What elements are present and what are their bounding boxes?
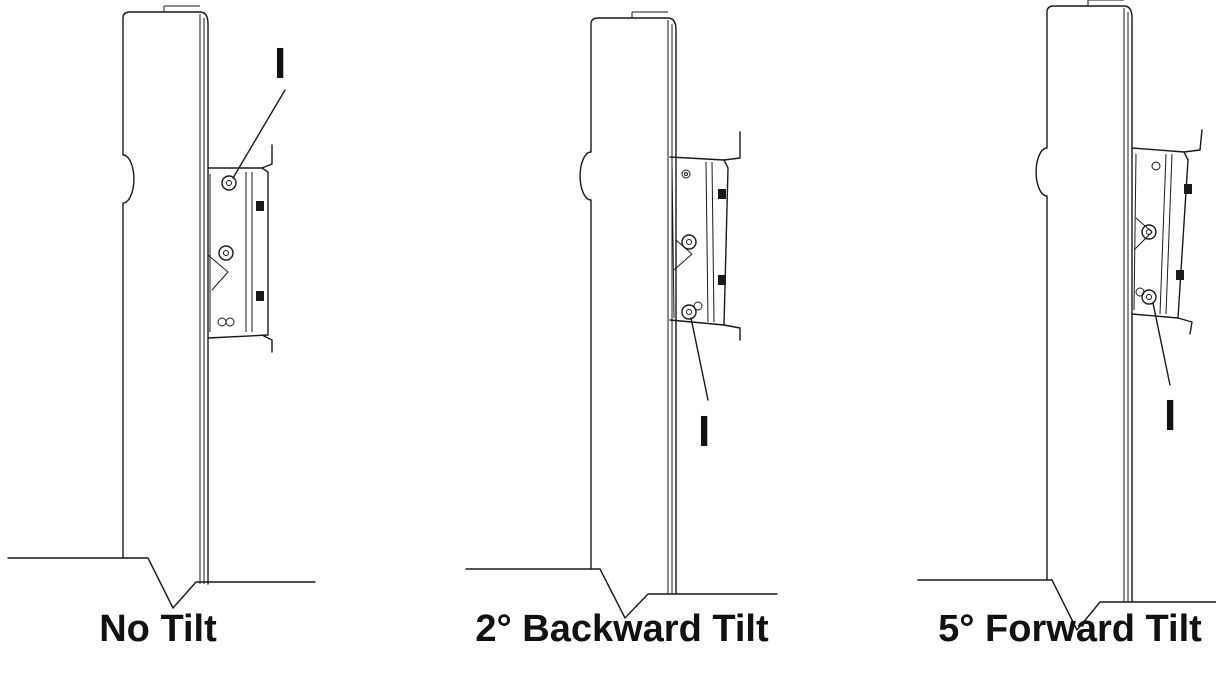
part-callout: I xyxy=(232,39,286,179)
mounting-bracket xyxy=(669,131,741,341)
screw xyxy=(681,234,697,250)
mounting-bracket xyxy=(207,144,273,353)
display-panel xyxy=(122,5,209,585)
part-label: I xyxy=(1164,391,1176,440)
panel-forward-tilt: I xyxy=(917,0,1216,631)
screw xyxy=(1151,161,1161,171)
screw xyxy=(681,301,703,320)
display-panel xyxy=(579,11,677,595)
screw xyxy=(221,175,237,191)
part-callout: I xyxy=(690,317,710,456)
caption-backward-tilt: 2° Backward Tilt xyxy=(475,608,769,650)
screw xyxy=(218,245,234,261)
floor-line xyxy=(465,568,778,619)
floor-line xyxy=(917,579,1216,631)
display-panel xyxy=(1035,0,1133,603)
caption-no-tilt: No Tilt xyxy=(99,608,217,650)
screw xyxy=(1135,287,1157,305)
screw xyxy=(1141,224,1157,240)
floor-line xyxy=(7,557,316,609)
caption-forward-tilt: 5° Forward Tilt xyxy=(938,608,1202,650)
panel-no-tilt: I xyxy=(7,5,316,609)
part-label: I xyxy=(274,39,286,88)
part-callout: I xyxy=(1152,302,1176,440)
screw xyxy=(681,169,691,179)
part-label: I xyxy=(698,407,710,456)
panel-backward-tilt: I xyxy=(465,11,778,619)
slot xyxy=(217,317,235,327)
